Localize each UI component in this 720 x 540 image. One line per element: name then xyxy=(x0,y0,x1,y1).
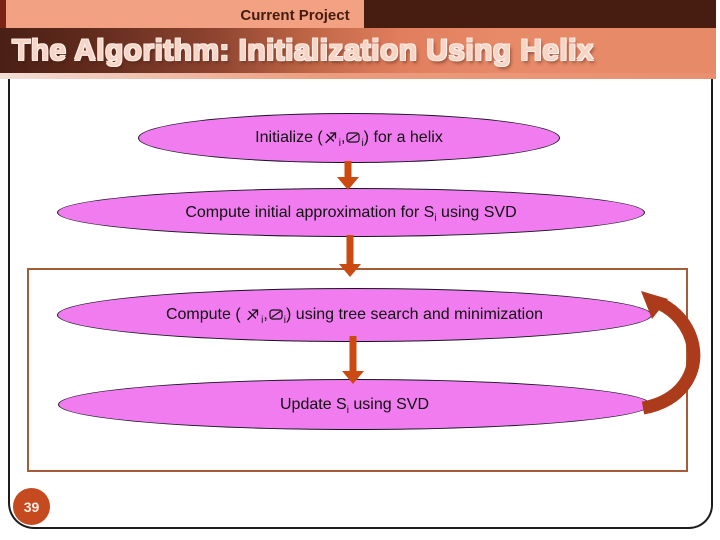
top-bar-accent xyxy=(0,0,6,28)
x-arrow-symbol xyxy=(247,309,259,321)
flow-step-text: Initialize (i,i) for a helix xyxy=(255,129,443,150)
flow-step-text: Compute initial approximation for Si usi… xyxy=(185,203,517,224)
flow-step-update-svd: Update Si using SVD xyxy=(58,379,651,430)
title-band xyxy=(0,28,716,73)
page-number-badge: 39 xyxy=(13,488,50,525)
title-band-strip xyxy=(0,73,716,79)
slide-title: The Algorithm: Initialization Using Heli… xyxy=(12,34,594,67)
box-slash-symbol xyxy=(346,132,361,143)
flow-step-text: Compute ( i,i) using tree search and min… xyxy=(165,306,544,327)
flow-step-text: Update Si using SVD xyxy=(280,395,429,416)
top-bar-dark-segment xyxy=(364,0,716,28)
flow-step-compute-approximation: Compute initial approximation for Si usi… xyxy=(57,188,645,237)
flow-step-tree-search: Compute ( i,i) using tree search and min… xyxy=(57,288,652,342)
flow-step-initialize: Initialize (i,i) for a helix xyxy=(138,113,560,163)
box-slash-symbol xyxy=(269,309,283,320)
x-arrow-symbol xyxy=(325,132,336,144)
project-label: Current Project xyxy=(240,7,350,24)
